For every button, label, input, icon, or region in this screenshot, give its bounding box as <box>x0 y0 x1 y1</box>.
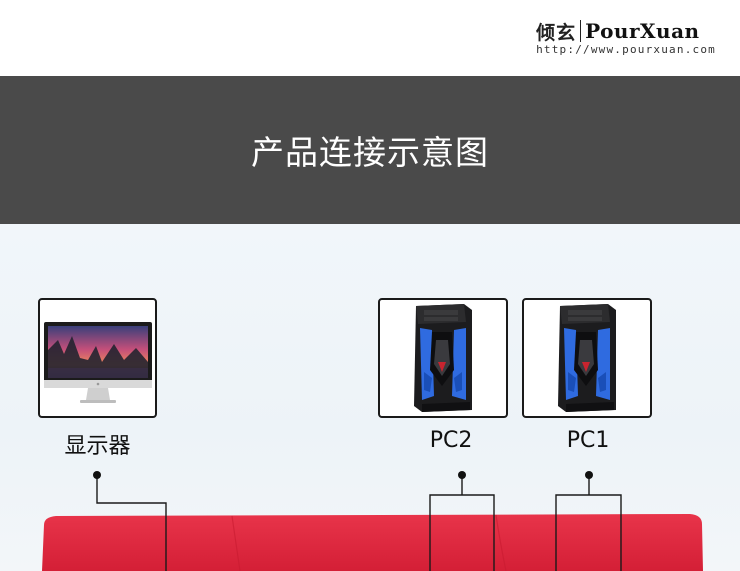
monitor-frame <box>38 298 157 418</box>
logo-chinese-name: 倾玄 <box>536 21 577 44</box>
kvm-switch-body <box>42 514 703 571</box>
pc-tower-icon <box>414 304 472 412</box>
connection-diagram: 显示器 PC2 <box>0 224 740 571</box>
pc2-label: PC2 <box>429 428 473 453</box>
pc-tower-icon <box>558 304 616 412</box>
logo-wordmark: 倾玄 PourXuan <box>536 19 716 44</box>
pc1-frame <box>522 298 652 418</box>
brand-logo[interactable]: 倾玄 PourXuan http://www.pourxuan.com <box>536 19 716 56</box>
page-title: 产品连接示意图 <box>251 133 489 172</box>
logo-english-name: PourXuan <box>585 19 700 43</box>
monitor-icon <box>44 322 152 403</box>
monitor-connector-dot <box>93 471 101 479</box>
pc1-label: PC1 <box>566 428 610 453</box>
pc2-connector-dot <box>458 471 466 479</box>
logo-url: http://www.pourxuan.com <box>536 43 716 56</box>
logo-divider <box>580 20 582 42</box>
pc2-frame <box>378 298 508 418</box>
header: 倾玄 PourXuan http://www.pourxuan.com <box>0 0 740 76</box>
connection-lines <box>93 471 622 571</box>
title-banner: 产品连接示意图 <box>0 76 740 224</box>
pc1-connector-dot <box>585 471 593 479</box>
monitor-label: 显示器 <box>64 434 131 459</box>
